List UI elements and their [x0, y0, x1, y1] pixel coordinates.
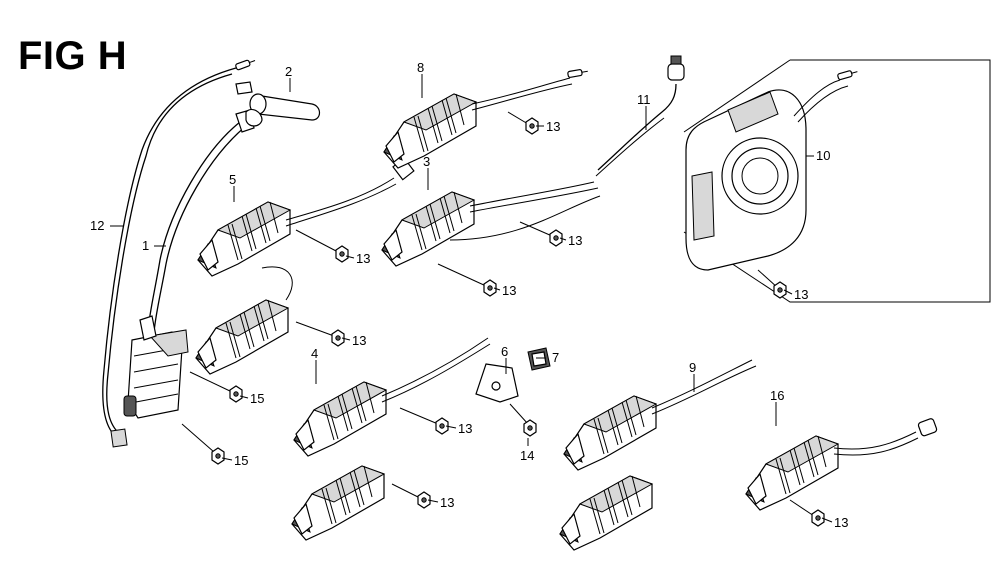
- part-7-clip: [527, 347, 551, 371]
- callout-13-i: 13: [834, 515, 848, 530]
- part-11-connector-cable: [595, 55, 685, 177]
- part-16-coil: [745, 418, 938, 511]
- part-1-ignition-coil: [123, 109, 255, 419]
- callout-13-c: 13: [352, 333, 366, 348]
- callout-16: 16: [770, 388, 784, 403]
- callout-10: 10: [816, 148, 830, 163]
- callout-9: 9: [689, 360, 696, 375]
- callout-13-g: 13: [440, 495, 454, 510]
- callout-13-a: 13: [546, 119, 560, 134]
- callout-13-d: 13: [568, 233, 582, 248]
- callout-1: 1: [142, 238, 149, 253]
- bolt-14: [523, 419, 537, 437]
- callout-12: 12: [90, 218, 104, 233]
- callout-2: 2: [285, 64, 292, 79]
- bolts: [181, 111, 825, 527]
- callout-14: 14: [520, 448, 534, 463]
- callout-3: 3: [423, 154, 430, 169]
- part-10-stator-assembly: [683, 59, 991, 303]
- part-12-lead-wire: [102, 57, 257, 448]
- part-9-coil: [559, 359, 757, 551]
- callout-13-b: 13: [356, 251, 370, 266]
- callout-4: 4: [311, 346, 318, 361]
- callout-leaders: [110, 74, 833, 523]
- callout-11: 11: [637, 92, 651, 107]
- part-3-coil: [381, 181, 601, 267]
- callout-13-h: 13: [794, 287, 808, 302]
- part-4-coil: [291, 337, 491, 541]
- bolt-15-a: [229, 385, 243, 403]
- bolt-15-b: [211, 447, 225, 465]
- part-2-plug-cap: [235, 81, 321, 127]
- callout-7: 7: [552, 350, 559, 365]
- callout-8: 8: [417, 60, 424, 75]
- callout-5: 5: [229, 172, 236, 187]
- bolt-13-b: [335, 245, 349, 263]
- callout-15-b: 15: [234, 453, 248, 468]
- part-8-coil: [383, 67, 589, 169]
- callout-13-e: 13: [502, 283, 516, 298]
- callout-15-a: 15: [250, 391, 264, 406]
- callout-13-f: 13: [458, 421, 472, 436]
- part-5-charge-coil: [195, 157, 415, 375]
- callout-labels: 1 2 3 4 5 6 7 8 9 10 11 12 13 13 13 13 1…: [90, 60, 848, 530]
- part-6-bracket: [475, 363, 519, 403]
- callout-6: 6: [501, 344, 508, 359]
- figure-title: FIG H: [18, 34, 128, 78]
